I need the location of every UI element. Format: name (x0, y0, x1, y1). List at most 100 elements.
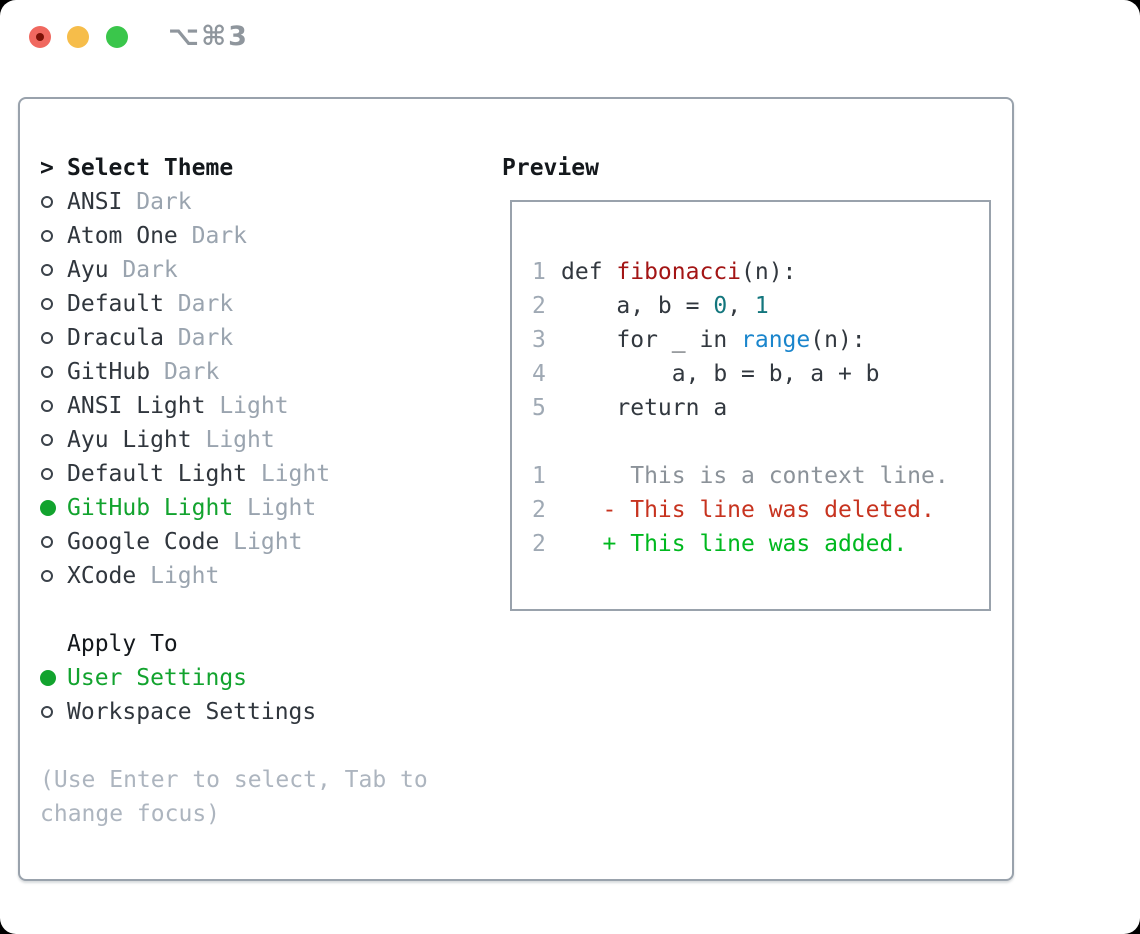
theme-option-google-code[interactable]: Google Code Light (20, 525, 490, 559)
theme-option-xcode[interactable]: XCode Light (20, 559, 490, 593)
minimize-button[interactable] (67, 26, 89, 48)
theme-variant-tag: Dark (122, 189, 192, 215)
theme-name: Google Code (67, 529, 220, 555)
theme-variant-tag: Light (205, 393, 289, 419)
code-segment-plain: (n): (741, 259, 797, 285)
code-line: 2 + This line was added. (512, 527, 989, 561)
code-line: 3 for _ in range(n): (512, 323, 989, 357)
spacer-row (20, 593, 490, 627)
theme-option-github-light[interactable]: GitHub Light Light (20, 491, 490, 525)
hint-text-line: (Use Enter to select, Tab to (40, 767, 428, 793)
code-line (512, 425, 989, 459)
code-segment-deleted: - This line was deleted. (561, 497, 935, 523)
radio-unselected-icon (41, 400, 53, 412)
apply-to-title: Apply To (67, 631, 178, 657)
code-line: 2 a, b = 0, 1 (512, 289, 989, 323)
zoom-button[interactable] (106, 26, 128, 48)
theme-option-default-light[interactable]: Default Light Light (20, 457, 490, 491)
line-number: 2 (532, 497, 546, 523)
theme-radio-icon (40, 230, 67, 242)
theme-variant-tag: Light (247, 461, 331, 487)
code-segment-plain: , (727, 293, 755, 319)
radio-selected-icon (40, 500, 56, 516)
theme-radio-icon (40, 500, 67, 516)
line-number: 5 (532, 395, 546, 421)
theme-radio-icon (40, 536, 67, 548)
code-segment-plain: (n): (810, 327, 866, 353)
hint-text-line: change focus) (40, 801, 221, 827)
spacer-row (20, 729, 490, 763)
code-segment-plain: for _ in (561, 327, 742, 353)
apply-to-option-label: Workspace Settings (67, 699, 317, 725)
keyboard-shortcut-label: ⌥⌘3 (168, 21, 249, 52)
theme-name: Atom One (67, 223, 178, 249)
theme-variant-tag: Dark (150, 359, 220, 385)
theme-variant-tag: Light (191, 427, 275, 453)
theme-variant-tag: Dark (108, 257, 178, 283)
theme-name: Ayu (67, 257, 109, 283)
radio-unselected-icon (41, 196, 53, 208)
radio-unselected-icon (41, 332, 53, 344)
theme-radio-icon (40, 400, 67, 412)
select-theme-header-row: >Select Theme (20, 151, 490, 185)
titlebar: ⌥⌘3 (0, 0, 1140, 74)
theme-option-default[interactable]: Default Dark (20, 287, 490, 321)
theme-variant-tag: Dark (177, 223, 248, 249)
theme-option-ayu[interactable]: Ayu Dark (20, 253, 490, 287)
code-segment-plain: return a (561, 395, 728, 421)
radio-unselected-icon (41, 230, 53, 242)
radio-unselected-icon (41, 264, 53, 276)
theme-option-github[interactable]: GitHub Dark (20, 355, 490, 389)
apply-to-radio-icon (40, 670, 67, 686)
line-number: 1 (532, 259, 546, 285)
theme-variant-tag: Light (219, 529, 303, 555)
line-number: 2 (532, 293, 546, 319)
theme-option-dracula[interactable]: Dracula Dark (20, 321, 490, 355)
code-segment-num: 1 (754, 293, 769, 319)
theme-name: ANSI Light (67, 393, 206, 419)
apply-to-option-workspace-settings[interactable]: Workspace Settings (20, 695, 490, 729)
code-line: 5 return a (512, 391, 989, 425)
radio-unselected-icon (41, 366, 53, 378)
apply-to-option-user-settings[interactable]: User Settings (20, 661, 490, 695)
code-segment-added: + This line was added. (561, 531, 908, 557)
code-segment-plain: a, b = (561, 293, 714, 319)
theme-radio-icon (40, 332, 67, 344)
radio-unselected-icon (41, 468, 53, 480)
apply-to-header-row: Apply To (20, 627, 490, 661)
code-line: 1 def fibonacci(n): (512, 255, 989, 289)
theme-name: ANSI (67, 189, 123, 215)
close-button[interactable] (29, 26, 51, 48)
line-number: 4 (532, 361, 546, 387)
theme-option-ansi-light[interactable]: ANSI Light Light (20, 389, 490, 423)
radio-selected-icon (40, 670, 56, 686)
theme-option-atom-one[interactable]: Atom One Dark (20, 219, 490, 253)
theme-variant-tag: Dark (163, 291, 234, 317)
theme-radio-icon (40, 468, 67, 480)
theme-name: Default (67, 291, 164, 317)
theme-radio-icon (40, 264, 67, 276)
radio-unselected-icon (41, 706, 53, 718)
radio-unselected-icon (41, 298, 53, 310)
apply-to-option-label: User Settings (67, 665, 248, 691)
line-number: 2 (532, 531, 546, 557)
radio-unselected-icon (41, 536, 53, 548)
theme-option-ansi[interactable]: ANSI Dark (20, 185, 490, 219)
theme-radio-icon (40, 298, 67, 310)
line-number: 1 (532, 463, 546, 489)
line-number: 3 (532, 327, 546, 353)
theme-name: GitHub (67, 359, 151, 385)
apply-to-radio-icon (40, 706, 67, 718)
close-badge-dot (36, 33, 44, 41)
code-segment-num: 0 (713, 293, 728, 319)
theme-option-ayu-light[interactable]: Ayu Light Light (20, 423, 490, 457)
code-segment-func: fibonacci (616, 259, 742, 285)
code-segment-builtin: range (741, 327, 811, 353)
theme-variant-tag: Light (233, 495, 317, 521)
code-segment-plain: def (561, 259, 617, 285)
